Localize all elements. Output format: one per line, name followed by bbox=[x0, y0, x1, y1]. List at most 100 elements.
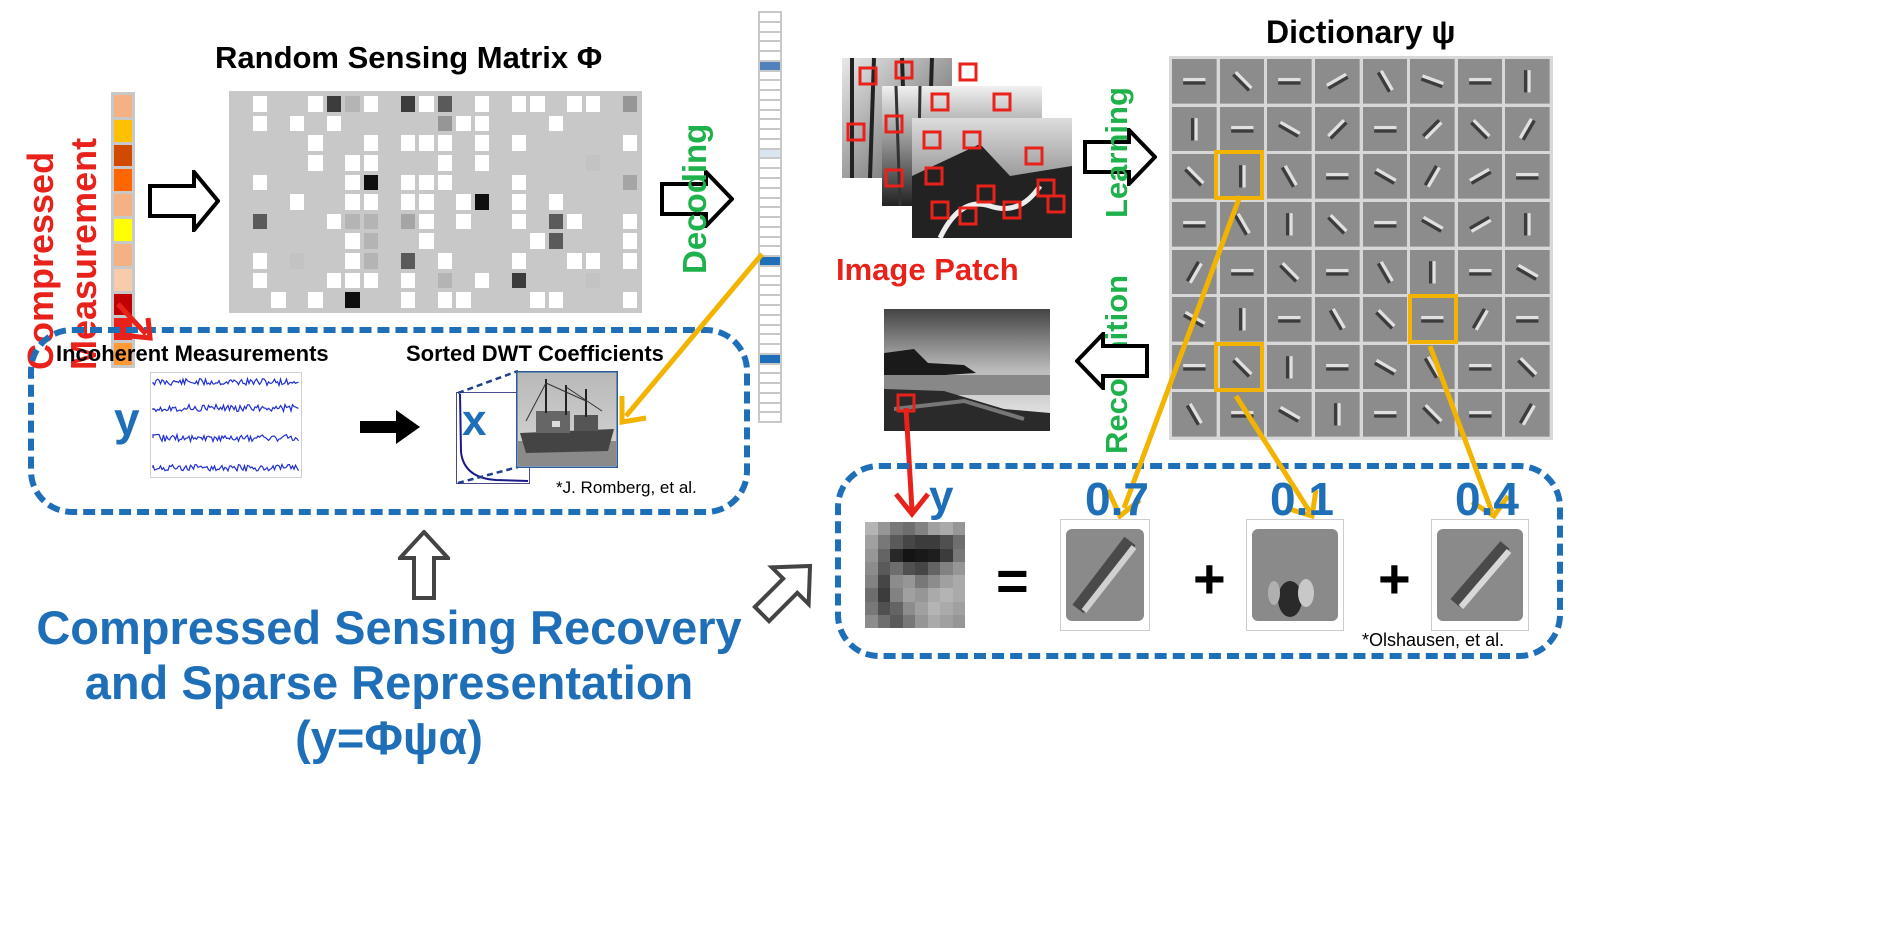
patch-pixel bbox=[865, 588, 878, 602]
matrix-cell bbox=[472, 251, 491, 271]
matrix-cell bbox=[250, 152, 269, 173]
measurement-cell bbox=[114, 95, 132, 117]
matrix-cell bbox=[287, 270, 306, 291]
matrix-cell bbox=[343, 211, 362, 232]
matrix-cell bbox=[361, 94, 380, 114]
matrix-cell bbox=[546, 172, 565, 193]
matrix-cell bbox=[435, 113, 454, 134]
arrow-left-icon bbox=[1075, 332, 1149, 390]
matrix-cell bbox=[343, 290, 362, 310]
patch-pixel bbox=[915, 548, 928, 562]
matrix-cell bbox=[454, 172, 473, 193]
matrix-cell bbox=[602, 211, 621, 232]
matrix-cell bbox=[491, 172, 510, 193]
matrix-cell bbox=[528, 231, 547, 252]
matrix-cell bbox=[620, 231, 639, 252]
dictionary-atom bbox=[1219, 106, 1265, 152]
dictionary-atom bbox=[1267, 249, 1312, 295]
dictionary-atom bbox=[1314, 106, 1360, 152]
coefficient-cell bbox=[760, 315, 780, 324]
matrix-cell bbox=[380, 290, 399, 310]
matrix-cell bbox=[324, 172, 343, 193]
plus-sign-1: + bbox=[1193, 547, 1226, 610]
matrix-cell bbox=[417, 172, 436, 193]
matrix-cell bbox=[232, 270, 251, 291]
coefficient-cell bbox=[760, 384, 780, 392]
coefficient-cell bbox=[760, 100, 780, 109]
right-sparse-panel bbox=[835, 463, 1563, 659]
matrix-cell bbox=[232, 192, 251, 212]
matrix-cell bbox=[435, 172, 454, 193]
dictionary-atom bbox=[1457, 201, 1503, 247]
patch-pixel bbox=[890, 535, 903, 549]
matrix-cell bbox=[435, 251, 454, 271]
patch-pixel bbox=[952, 575, 965, 589]
dictionary-atom bbox=[1410, 154, 1455, 199]
coefficient-cell bbox=[760, 286, 780, 295]
sparse-coefficient-vector bbox=[758, 11, 782, 423]
matrix-cell bbox=[343, 270, 362, 291]
matrix-cell bbox=[361, 211, 380, 232]
left-recovery-panel bbox=[28, 327, 750, 515]
matrix-cell bbox=[269, 270, 288, 291]
matrix-cell bbox=[398, 192, 417, 212]
patch-pixel bbox=[902, 561, 915, 575]
matrix-cell bbox=[250, 211, 269, 232]
matrix-cell bbox=[546, 94, 565, 114]
matrix-cell bbox=[398, 251, 417, 271]
measurement-waveforms bbox=[150, 372, 302, 478]
patch-pixel bbox=[927, 575, 940, 589]
inset-zoom-lines bbox=[457, 369, 519, 485]
matrix-cell bbox=[287, 290, 306, 310]
coefficient-cell bbox=[760, 266, 780, 275]
matrix-cell bbox=[454, 113, 473, 134]
matrix-cell bbox=[583, 290, 602, 310]
matrix-cell bbox=[306, 270, 325, 291]
matrix-cell bbox=[435, 270, 454, 291]
patch-pixel bbox=[927, 548, 940, 562]
dictionary-atom bbox=[1457, 392, 1503, 437]
measurement-cell bbox=[114, 119, 132, 142]
coefficient-cell bbox=[760, 32, 780, 41]
matrix-cell bbox=[361, 231, 380, 252]
patch-pixel bbox=[865, 601, 878, 615]
x-coefficient-symbol: x bbox=[462, 396, 487, 445]
matrix-cell bbox=[565, 231, 584, 252]
dictionary-atom bbox=[1314, 344, 1360, 390]
patch-pixel bbox=[915, 575, 928, 589]
patch-pixel bbox=[952, 522, 965, 536]
dictionary-atom bbox=[1410, 392, 1455, 437]
patch-pixel bbox=[940, 548, 953, 562]
matrix-cell bbox=[602, 133, 621, 153]
matrix-cell bbox=[306, 133, 325, 153]
matrix-cell bbox=[620, 113, 639, 134]
arrow-right-icon bbox=[360, 410, 420, 444]
patch-pixel bbox=[865, 535, 878, 549]
matrix-cell bbox=[528, 211, 547, 232]
matrix-cell bbox=[398, 211, 417, 232]
matrix-cell bbox=[380, 172, 399, 193]
patch-pixel bbox=[865, 561, 878, 575]
patch-pixel bbox=[927, 601, 940, 615]
matrix-cell bbox=[343, 251, 362, 271]
matrix-cell bbox=[472, 133, 491, 153]
dictionary-atom bbox=[1410, 297, 1455, 342]
dictionary-atom bbox=[1219, 297, 1265, 342]
matrix-cell bbox=[454, 231, 473, 252]
matrix-cell bbox=[472, 94, 491, 114]
matrix-cell bbox=[565, 192, 584, 212]
coefficient-cell bbox=[760, 130, 780, 138]
patch-pixel bbox=[865, 548, 878, 562]
matrix-cell bbox=[509, 290, 528, 310]
matrix-cell bbox=[287, 251, 306, 271]
dictionary-atom bbox=[1505, 154, 1550, 199]
matrix-cell bbox=[380, 251, 399, 271]
matrix-cell bbox=[620, 172, 639, 193]
matrix-cell bbox=[565, 251, 584, 271]
matrix-cell bbox=[417, 290, 436, 310]
matrix-cell bbox=[435, 94, 454, 114]
matrix-cell bbox=[583, 192, 602, 212]
matrix-cell bbox=[491, 192, 510, 212]
matrix-cell bbox=[546, 231, 565, 252]
patch-pixel bbox=[915, 588, 928, 602]
